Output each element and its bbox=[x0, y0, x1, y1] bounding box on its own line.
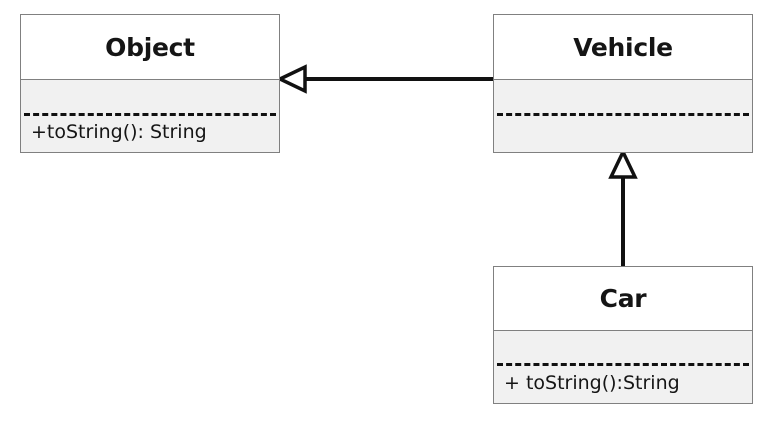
class-name-car: Car bbox=[599, 284, 647, 313]
class-operation-car: + toString():String bbox=[504, 372, 680, 394]
attribute-operation-separator-vehicle bbox=[497, 113, 749, 116]
hollow-triangle-arrowhead-left bbox=[275, 64, 307, 94]
class-box-car[interactable]: Car + toString():String bbox=[493, 266, 753, 404]
generalization-vehicle-to-object bbox=[275, 64, 493, 94]
class-name-vehicle: Vehicle bbox=[573, 32, 673, 62]
hollow-triangle-arrowhead-up bbox=[608, 147, 638, 179]
class-body-object: +toString(): String bbox=[21, 80, 279, 152]
class-header-vehicle: Vehicle bbox=[494, 15, 752, 80]
class-name-object: Object bbox=[105, 32, 195, 62]
class-header-car: Car bbox=[494, 267, 752, 331]
class-body-vehicle bbox=[494, 80, 752, 152]
attribute-operation-separator-object bbox=[24, 113, 276, 116]
class-box-object[interactable]: Object +toString(): String bbox=[20, 14, 280, 153]
class-body-car: + toString():String bbox=[494, 331, 752, 403]
class-header-object: Object bbox=[21, 15, 279, 80]
attribute-operation-separator-car bbox=[497, 363, 749, 366]
class-operation-object: +toString(): String bbox=[31, 121, 207, 143]
generalization-car-to-vehicle bbox=[608, 147, 638, 266]
class-box-vehicle[interactable]: Vehicle bbox=[493, 14, 753, 153]
